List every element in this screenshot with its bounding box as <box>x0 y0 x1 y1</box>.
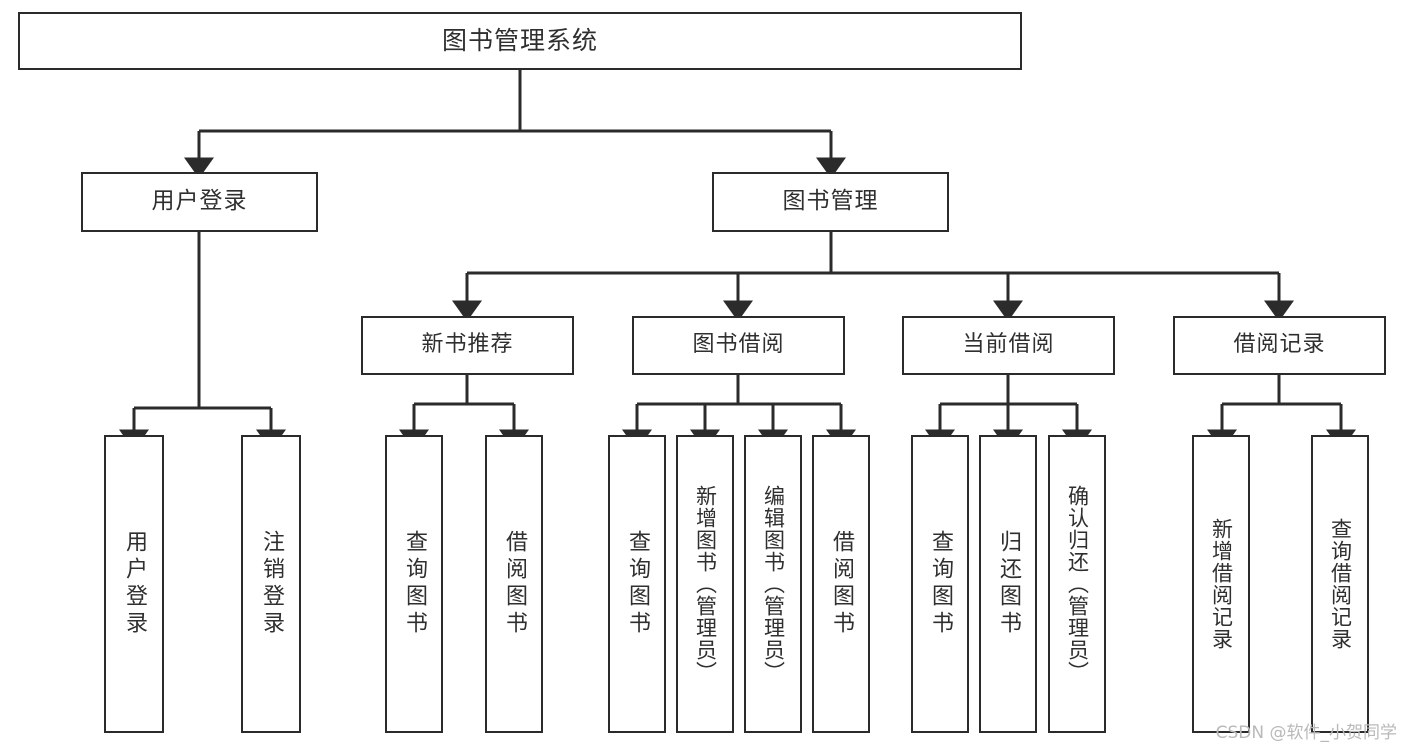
node-leaf-confirm-return[interactable]: 确认归还（管理员） <box>1048 435 1106 733</box>
node-leaf-confirm-return-label: 确认归还（管理员） <box>1065 485 1090 683</box>
node-book-borrow[interactable]: 图书借阅 <box>632 316 845 375</box>
node-leaf-query-record[interactable]: 查询借阅记录 <box>1311 435 1369 733</box>
node-leaf-query-book-3-label: 查询图书 <box>928 530 953 638</box>
node-new-book-recommend[interactable]: 新书推荐 <box>361 316 574 375</box>
node-leaf-add-book-label: 新增图书（管理员） <box>693 485 718 683</box>
node-leaf-borrow-book-1-label: 借阅图书 <box>502 530 527 638</box>
node-book-management[interactable]: 图书管理 <box>712 172 949 232</box>
node-leaf-logout-login[interactable]: 注销登录 <box>241 435 301 733</box>
node-leaf-query-book-2[interactable]: 查询图书 <box>608 435 666 733</box>
node-leaf-user-login[interactable]: 用户登录 <box>104 435 164 733</box>
watermark: CSDN @软件_小贺同学 <box>1215 723 1397 743</box>
node-leaf-borrow-book-2[interactable]: 借阅图书 <box>812 435 870 733</box>
node-current-borrow[interactable]: 当前借阅 <box>902 316 1115 375</box>
node-user-login[interactable]: 用户登录 <box>81 172 318 232</box>
node-leaf-edit-book-label: 编辑图书（管理员） <box>761 485 786 683</box>
node-leaf-query-record-label: 查询借阅记录 <box>1328 518 1353 650</box>
node-borrow-record-label: 借阅记录 <box>1233 332 1326 358</box>
node-leaf-return-book[interactable]: 归还图书 <box>979 435 1037 733</box>
node-leaf-logout-login-label: 注销登录 <box>259 530 284 638</box>
node-leaf-query-book-1[interactable]: 查询图书 <box>385 435 443 733</box>
node-book-borrow-label: 图书借阅 <box>692 332 785 358</box>
node-leaf-borrow-book-1[interactable]: 借阅图书 <box>485 435 543 733</box>
node-leaf-add-record[interactable]: 新增借阅记录 <box>1192 435 1250 733</box>
node-book-management-label: 图书管理 <box>782 188 879 215</box>
node-borrow-record[interactable]: 借阅记录 <box>1173 316 1386 375</box>
node-leaf-borrow-book-2-label: 借阅图书 <box>829 530 854 638</box>
node-leaf-edit-book[interactable]: 编辑图书（管理员） <box>744 435 802 733</box>
node-root-label: 图书管理系统 <box>441 26 598 56</box>
node-leaf-add-book[interactable]: 新增图书（管理员） <box>676 435 734 733</box>
node-leaf-query-book-2-label: 查询图书 <box>625 530 650 638</box>
node-new-book-recommend-label: 新书推荐 <box>421 332 514 358</box>
node-leaf-user-login-label: 用户登录 <box>122 530 147 638</box>
node-leaf-return-book-label: 归还图书 <box>996 530 1021 638</box>
node-leaf-query-book-3[interactable]: 查询图书 <box>911 435 969 733</box>
node-leaf-query-book-1-label: 查询图书 <box>402 530 427 638</box>
node-current-borrow-label: 当前借阅 <box>962 332 1055 358</box>
node-root[interactable]: 图书管理系统 <box>18 12 1022 70</box>
node-user-login-label: 用户登录 <box>151 188 248 215</box>
node-leaf-add-record-label: 新增借阅记录 <box>1209 518 1234 650</box>
